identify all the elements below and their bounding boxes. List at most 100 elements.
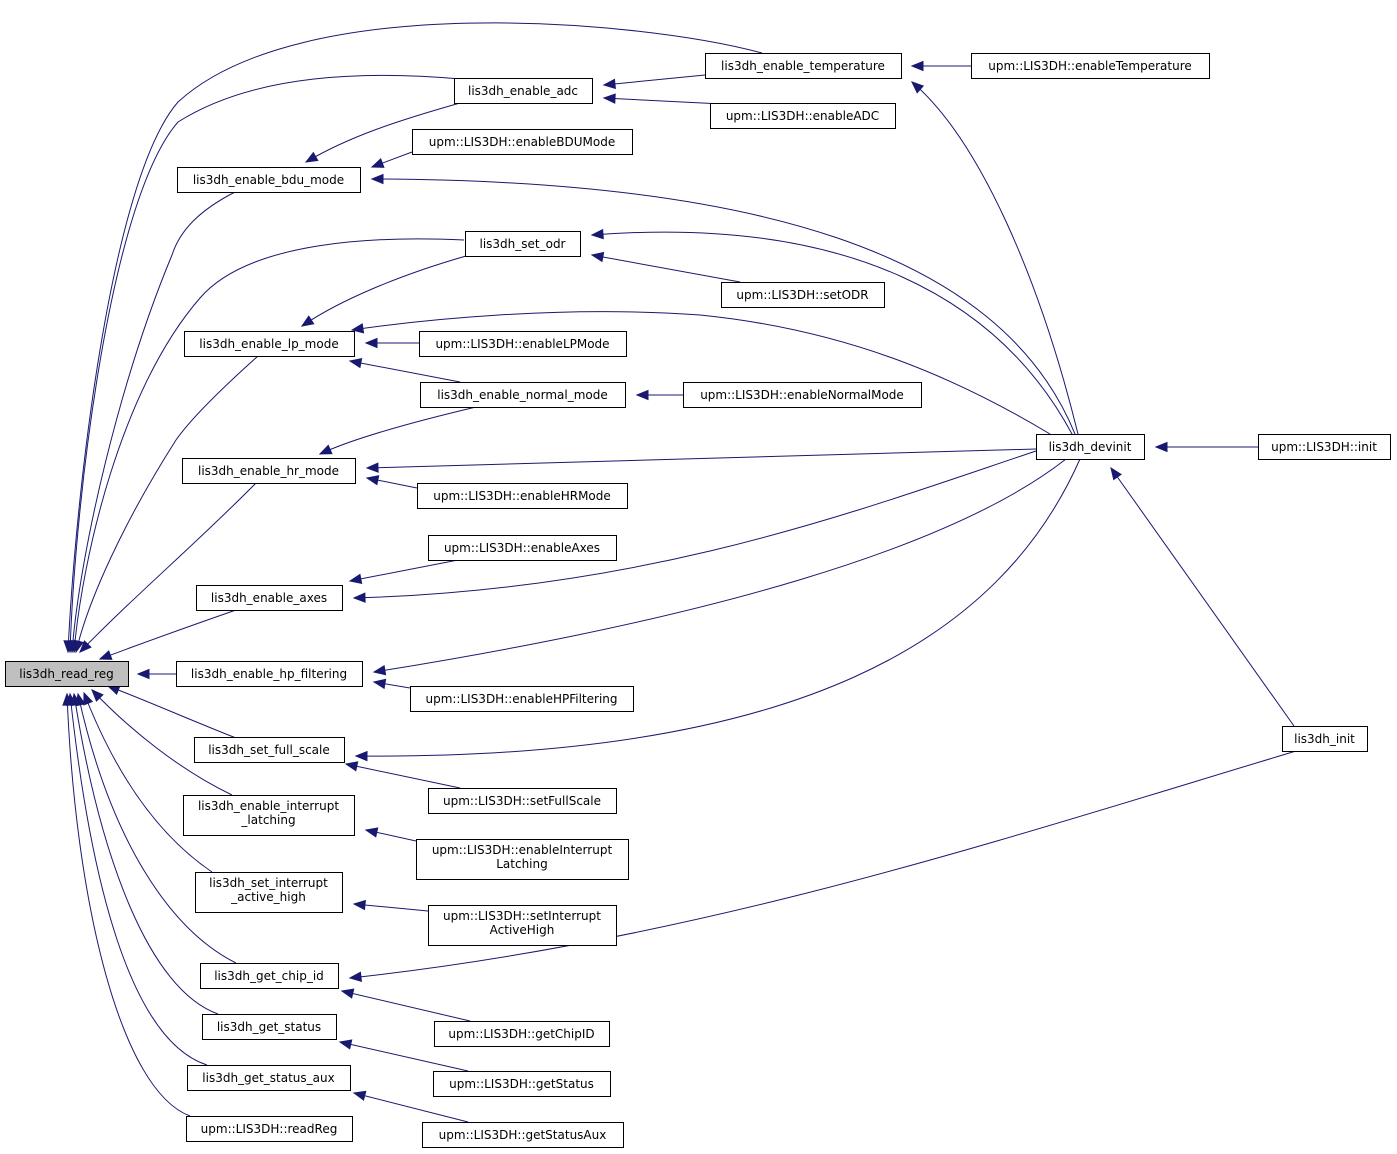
node-label: lis3dh_get_status_aux xyxy=(202,1071,334,1085)
edge-line xyxy=(73,693,219,1015)
node-enable-axes[interactable]: lis3dh_enable_axes xyxy=(196,585,343,611)
edge-upm_getStatus-to-get_status xyxy=(338,1039,469,1072)
node-upm-setFullScale[interactable]: upm::LIS3DH::setFullScale xyxy=(428,788,617,814)
node-label: lis3dh_set_full_scale xyxy=(208,743,330,757)
arrowhead xyxy=(1154,441,1168,453)
node-label: lis3dh_devinit xyxy=(1049,440,1132,454)
node-enable-normal-mode[interactable]: lis3dh_enable_normal_mode xyxy=(420,382,626,408)
arrowhead xyxy=(318,444,333,455)
edge-line xyxy=(371,178,1076,435)
node-label: lis3dh_enable_bdu_mode xyxy=(193,173,344,187)
node-read-reg[interactable]: lis3dh_read_reg xyxy=(5,661,129,687)
nodes-layer: lis3dh_read_reg lis3dh_enable_temperature… xyxy=(5,53,1391,1148)
node-upm-enableBDUMode[interactable]: upm::LIS3DH::enableBDUMode xyxy=(412,129,633,155)
node-upm-enableADC[interactable]: upm::LIS3DH::enableADC xyxy=(710,103,896,129)
node-get-status-aux[interactable]: lis3dh_get_status_aux xyxy=(187,1065,351,1091)
arrowhead xyxy=(590,228,604,240)
node-label: ActiveHigh xyxy=(490,923,555,937)
edge-devinit-to-set_odr xyxy=(590,228,1073,435)
node-enable-bdu-mode[interactable]: lis3dh_enable_bdu_mode xyxy=(177,167,361,193)
node-label: upm::LIS3DH::enableNormalMode xyxy=(700,388,904,402)
node-upm-init[interactable]: upm::LIS3DH::init xyxy=(1258,434,1391,460)
arrowhead xyxy=(354,750,368,762)
node-box xyxy=(196,585,343,611)
edge-line xyxy=(591,254,741,283)
arrowhead xyxy=(79,640,92,653)
edge-upm_enableAxes-to-enable_axes xyxy=(348,559,459,584)
edge-upm_getStatusAux-to-get_status_aux xyxy=(352,1090,469,1123)
node-set-full-scale[interactable]: lis3dh_set_full_scale xyxy=(194,737,345,763)
node-box xyxy=(5,661,129,687)
edge-line xyxy=(79,482,257,653)
node-enable-hp-filtering[interactable]: lis3dh_enable_hp_filtering xyxy=(176,661,363,687)
node-box xyxy=(410,686,634,712)
edge-line xyxy=(353,450,1037,599)
node-upm-enableNormalMode[interactable]: upm::LIS3DH::enableNormalMode xyxy=(683,382,922,408)
arrowhead xyxy=(338,1039,353,1050)
node-box xyxy=(434,1021,610,1047)
node-get-status[interactable]: lis3dh_get_status xyxy=(202,1014,337,1040)
edge-line xyxy=(353,1092,469,1123)
node-upm-enableLPMode[interactable]: upm::LIS3DH::enableLPMode xyxy=(419,331,627,357)
node-upm-enableHPFiltering[interactable]: upm::LIS3DH::enableHPFiltering xyxy=(410,686,634,712)
node-box xyxy=(176,661,363,687)
node-enable-adc[interactable]: lis3dh_enable_adc xyxy=(454,78,593,104)
node-label: upm::LIS3DH::getChipID xyxy=(448,1027,594,1041)
edge-line xyxy=(107,685,237,739)
edge-upm_enableInterruptLatching-to-enable_interrupt_latching xyxy=(364,827,417,842)
node-upm-readReg[interactable]: upm::LIS3DH::readReg xyxy=(186,1116,353,1142)
node-enable-temperature[interactable]: lis3dh_enable_temperature xyxy=(705,53,902,79)
node-enable-hr-mode[interactable]: lis3dh_enable_hr_mode xyxy=(182,458,356,484)
node-upm-getChipID[interactable]: upm::LIS3DH::getChipID xyxy=(434,1021,610,1047)
node-box xyxy=(183,795,355,836)
arrowhead xyxy=(350,323,365,334)
node-label: upm::LIS3DH::enableLPMode xyxy=(435,337,609,351)
node-enable-lp-mode[interactable]: lis3dh_enable_lp_mode xyxy=(184,331,355,357)
node-label: upm::LIS3DH::setInterrupt xyxy=(443,909,601,923)
edge-upm_enableTemperature-to-enable_temperature xyxy=(910,60,971,72)
node-label: upm::LIS3DH::setFullScale xyxy=(443,794,601,808)
node-devinit[interactable]: lis3dh_devinit xyxy=(1036,434,1145,460)
edge-devinit-to-set_full_scale xyxy=(354,458,1081,762)
edge-init-to-get_chip_id xyxy=(348,750,1297,982)
node-box xyxy=(202,1014,337,1040)
edge-line xyxy=(69,693,208,1066)
node-upm-enableAxes[interactable]: upm::LIS3DH::enableAxes xyxy=(428,535,617,561)
edge-init-to-devinit xyxy=(1110,466,1295,727)
edge-line xyxy=(71,191,236,653)
edge-line xyxy=(83,692,213,873)
edge-enable_hr_mode-to-read_reg xyxy=(79,482,257,653)
node-label: upm::LIS3DH::enableTemperature xyxy=(988,59,1192,73)
node-box xyxy=(200,963,339,989)
node-upm-getStatusAux[interactable]: upm::LIS3DH::getStatusAux xyxy=(422,1122,624,1148)
edge-enable_temperature-to-enable_adc xyxy=(602,74,706,90)
node-enable-interrupt-latching[interactable]: lis3dh_enable_interrupt_latching xyxy=(183,795,355,836)
node-label: lis3dh_init xyxy=(1294,732,1355,746)
arrowhead xyxy=(602,93,616,104)
edge-upm_getChipID-to-get_chip_id xyxy=(340,988,471,1022)
node-get-chip-id[interactable]: lis3dh_get_chip_id xyxy=(200,963,339,989)
node-box xyxy=(428,905,617,946)
node-box xyxy=(195,872,343,913)
node-label: lis3dh_enable_temperature xyxy=(721,59,885,73)
node-set-odr[interactable]: lis3dh_set_odr xyxy=(465,231,581,257)
node-set-interrupt-active-high[interactable]: lis3dh_set_interrupt_active_high xyxy=(195,872,343,913)
arrowhead xyxy=(370,158,385,168)
arrowhead xyxy=(1110,466,1122,481)
node-upm-enableTemperature[interactable]: upm::LIS3DH::enableTemperature xyxy=(971,53,1210,79)
arrowhead xyxy=(348,971,363,982)
node-label: lis3dh_enable_interrupt xyxy=(198,799,339,813)
edge-set_interrupt_active_high-to-read_reg xyxy=(83,691,213,873)
node-upm-setODR[interactable]: upm::LIS3DH::setODR xyxy=(721,282,885,308)
node-upm-enableHRMode[interactable]: upm::LIS3DH::enableHRMode xyxy=(417,483,628,509)
arrowhead xyxy=(136,668,150,680)
edge-upm_enableNormalMode-to-enable_normal_mode xyxy=(635,389,683,401)
node-label: upm::LIS3DH::init xyxy=(1271,440,1377,454)
node-label: lis3dh_get_chip_id xyxy=(214,969,324,983)
arrowhead xyxy=(340,988,355,999)
node-init[interactable]: lis3dh_init xyxy=(1282,726,1368,752)
edge-line xyxy=(603,74,706,86)
node-upm-getStatus[interactable]: upm::LIS3DH::getStatus xyxy=(433,1071,611,1097)
